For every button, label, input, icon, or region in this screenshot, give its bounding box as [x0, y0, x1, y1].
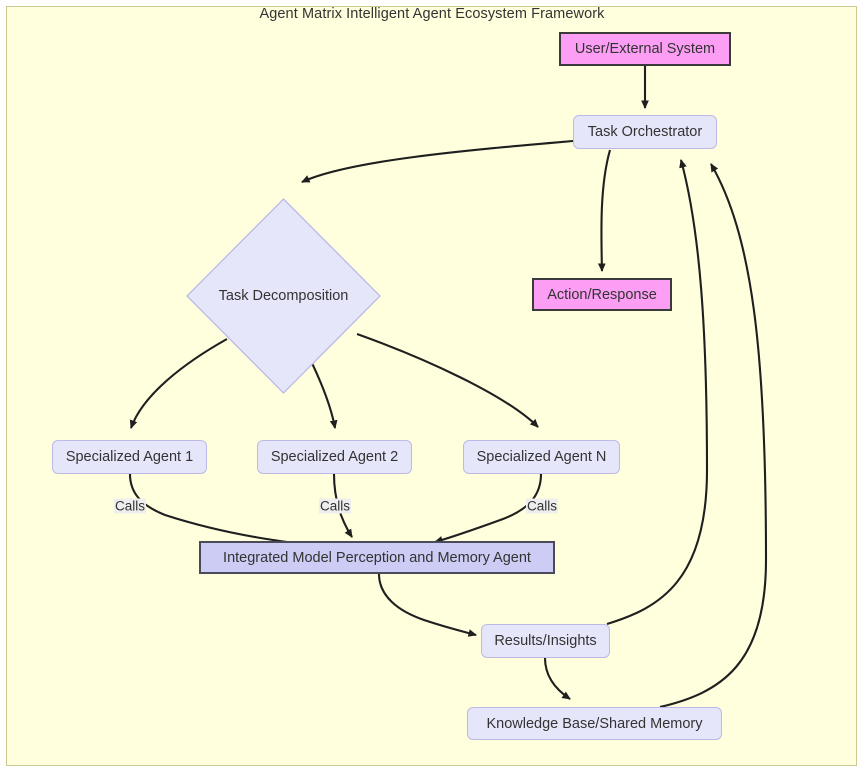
- node-label: Specialized Agent 1: [65, 449, 194, 465]
- diamond-shape: [186, 198, 381, 394]
- node-label: User/External System: [574, 41, 716, 57]
- node-label: Knowledge Base/Shared Memory: [486, 715, 703, 732]
- node-label: Specialized Agent N: [476, 449, 607, 465]
- edge-agentn-to-integrated: [434, 473, 543, 544]
- node-specialized-agent-n[interactable]: Specialized Agent N: [463, 440, 620, 474]
- edge-orchestrator-to-decomposition: [301, 139, 574, 183]
- diagram-title: Agent Matrix Intelligent Agent Ecosystem…: [259, 6, 605, 22]
- node-user-external-system[interactable]: User/External System: [559, 32, 731, 66]
- node-label: Results/Insights: [494, 633, 597, 649]
- edge-results-to-knowledge: [543, 657, 571, 700]
- edge-label-calls-agentn: Calls: [525, 498, 559, 514]
- node-label: Task Orchestrator: [587, 124, 703, 140]
- node-task-orchestrator[interactable]: Task Orchestrator: [573, 115, 717, 149]
- node-label: Specialized Agent 2: [270, 449, 399, 465]
- node-action-response[interactable]: Action/Response: [532, 278, 672, 311]
- node-specialized-agent-2[interactable]: Specialized Agent 2: [257, 440, 412, 474]
- node-label: Task Decomposition: [218, 288, 349, 304]
- node-label: Action/Response: [547, 286, 657, 303]
- node-task-decomposition[interactable]: Task Decomposition: [186, 198, 381, 394]
- edge-label-calls-agent2: Calls: [318, 498, 352, 514]
- node-knowledge-base-shared-memory[interactable]: Knowledge Base/Shared Memory: [467, 707, 722, 740]
- edge-decomposition-to-agent2: [310, 360, 338, 429]
- edge-decomposition-to-agent1: [129, 338, 228, 429]
- node-specialized-agent-1[interactable]: Specialized Agent 1: [52, 440, 207, 474]
- node-results-insights[interactable]: Results/Insights: [481, 624, 610, 658]
- edge-decomposition-to-agentn: [356, 333, 539, 428]
- edge-knowledge-to-orchestrator: [659, 163, 768, 709]
- edge-label-calls-agent1: Calls: [113, 498, 147, 514]
- edge-results-to-orchestrator: [606, 159, 709, 626]
- node-label: Integrated Model Perception and Memory A…: [223, 549, 531, 566]
- node-integrated-model-perception-and-memory-agent[interactable]: Integrated Model Perception and Memory A…: [199, 541, 555, 574]
- edge-agent1-to-integrated: [128, 473, 331, 551]
- edge-integrated-to-results: [377, 573, 477, 637]
- edge-orchestrator-to-action: [597, 149, 612, 272]
